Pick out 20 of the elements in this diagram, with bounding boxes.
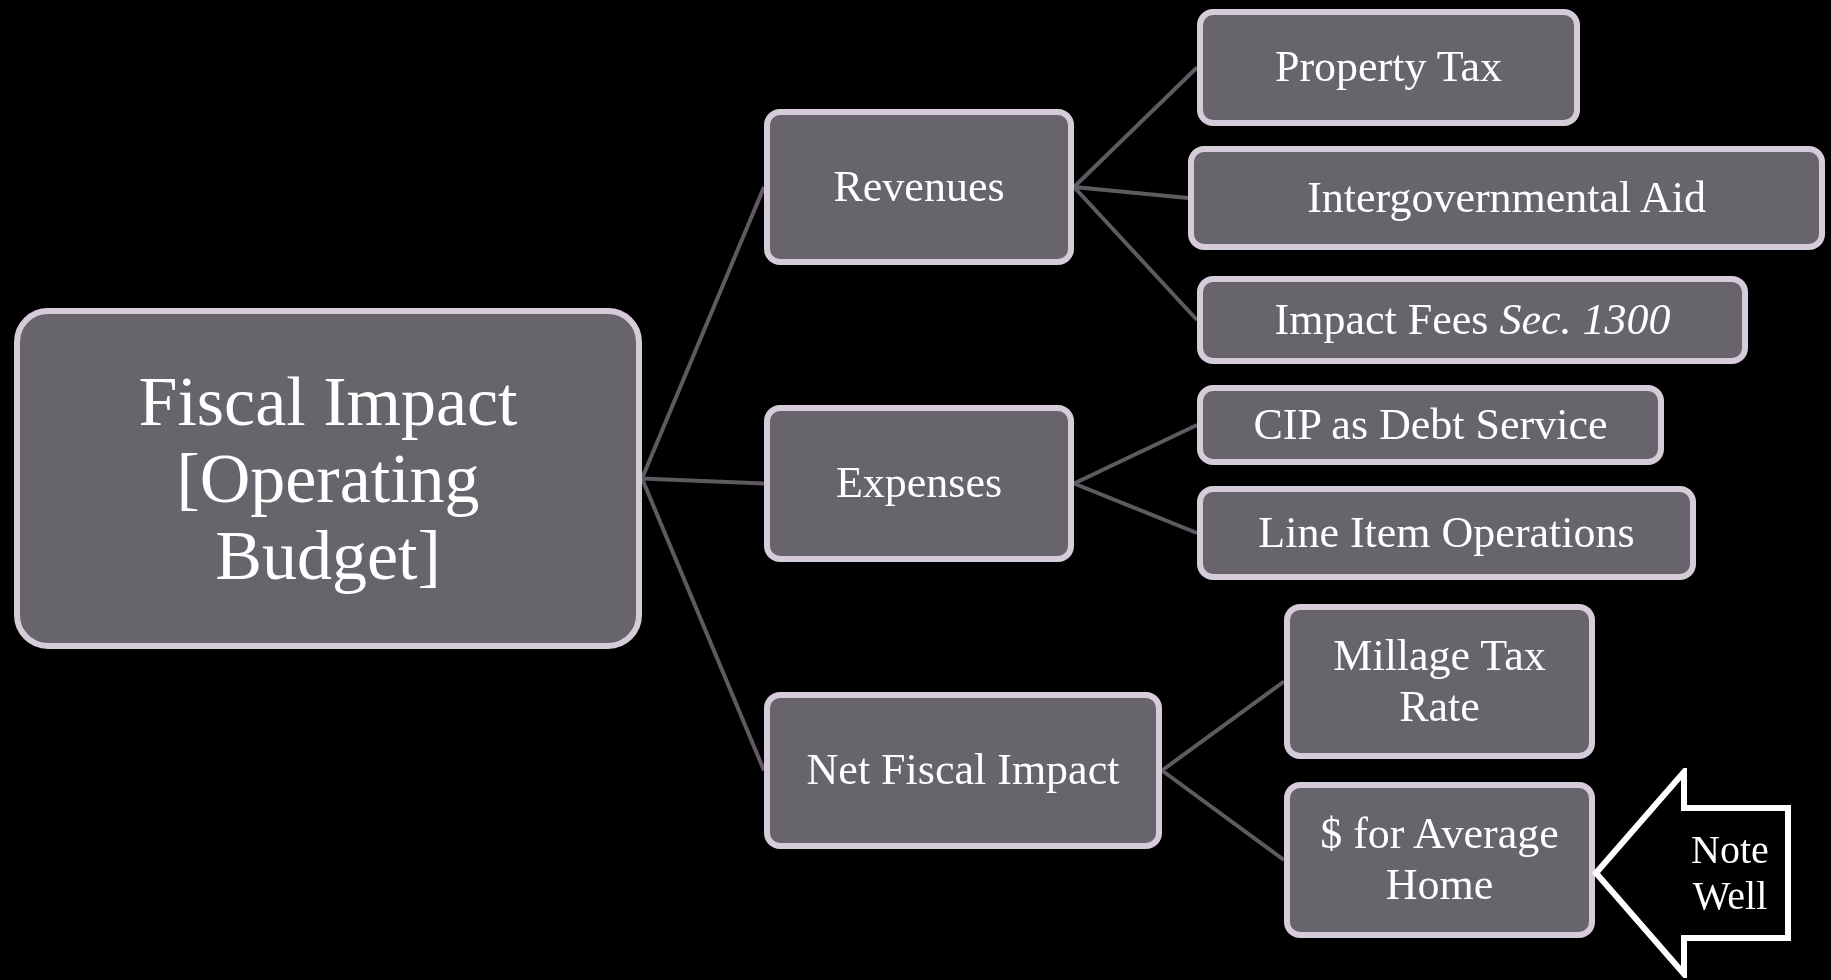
- item-box: Line Item Operations: [1197, 486, 1696, 580]
- connector-line: [1160, 679, 1286, 773]
- category-box: Revenues: [764, 109, 1074, 265]
- callout-text: Note Well: [1690, 826, 1770, 920]
- item-box: Intergovernmental Aid: [1188, 146, 1825, 250]
- connector-line: [1160, 768, 1286, 862]
- connector-line: [1073, 423, 1198, 486]
- category-box: Expenses: [764, 405, 1074, 562]
- connector-line: [1073, 481, 1198, 535]
- category-box: Net Fiscal Impact: [764, 692, 1162, 849]
- item-box: Impact Fees Sec. 1300: [1197, 276, 1748, 364]
- connector-line: [640, 477, 766, 772]
- topic-box: Fiscal Impact [Operating Budget]: [14, 308, 642, 649]
- item-box: Millage Tax Rate: [1284, 604, 1595, 759]
- connector-line: [640, 186, 766, 480]
- item-box: $ for Average Home: [1284, 782, 1595, 938]
- item-box: Property Tax: [1197, 9, 1580, 126]
- item-box: CIP as Debt Service: [1197, 385, 1664, 465]
- callout-arrow: [1592, 768, 1792, 978]
- connector-line: [641, 476, 765, 486]
